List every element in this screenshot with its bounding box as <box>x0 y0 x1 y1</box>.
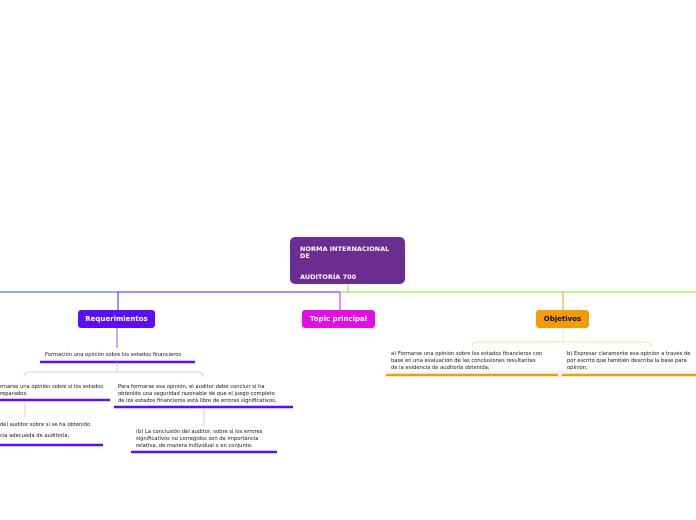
right-child-line2: obtenido una seguridad razonable de que … <box>118 391 275 398</box>
left-sub-line1: del auditor sobre si se ha obtenido <box>0 422 91 428</box>
subtopic-left-child[interactable]: rmarse una opinión sobre si los estados … <box>0 384 103 398</box>
objetivo-a[interactable]: a) Formarse una opinión sobre los estado… <box>391 351 542 372</box>
left-sub-line2: cia adecuada de auditoría; <box>0 433 70 440</box>
formacion-split <box>23 362 204 378</box>
topic-principal[interactable]: Topic principal <box>302 310 375 328</box>
central-title-line1: NORMA INTERNACIONAL DE <box>300 245 390 260</box>
right-sub-line2: significativos no corregidos son de impo… <box>136 436 259 443</box>
right-child-line3: de los estados financieros está libre de… <box>118 398 277 405</box>
right-sub-line3: relativa, de manera individual o en conj… <box>136 443 253 450</box>
subtopic-right-sub[interactable]: (b) La conclusión del auditor, sobre si … <box>136 429 262 450</box>
objetivos-split <box>471 328 652 348</box>
objetivo-b[interactable]: b) Expresar claramente esa opinión a tra… <box>567 351 696 372</box>
objetivo-a-line1: a) Formarse una opinión sobre los estado… <box>391 351 543 357</box>
topic-requerimientos[interactable]: Requerimientos <box>78 310 155 328</box>
topic-objetivos[interactable]: Objetivos <box>536 310 589 328</box>
objetivo-b-line2: por escrito que también describa la base… <box>567 358 687 365</box>
left-child-line2: reparados, <box>0 391 28 398</box>
subtopic-right-child[interactable]: Para formarse esa opinión, el auditor de… <box>118 384 277 405</box>
subtopic-formacion[interactable]: Formación una opinión sobre los estados … <box>45 352 181 359</box>
objetivo-b-line3: opinión. <box>567 365 588 372</box>
central-topic[interactable]: NORMA INTERNACIONAL DE AUDITORÍA 700 <box>290 237 405 284</box>
objetivo-a-line3: de la evidencia de auditoría obtenida; <box>391 365 490 372</box>
left-child-line1: rmarse una opinión sobre si los estados <box>0 384 104 390</box>
subtopic-left-sub[interactable]: del auditor sobre si se ha obtenido cia … <box>0 422 90 440</box>
objetivo-a-line2: base en una evaluación de las conclusion… <box>391 358 536 365</box>
right-child-line1: Para formarse esa opinión, el auditor de… <box>118 384 265 390</box>
right-sub-line1: (b) La conclusión del auditor, sobre si … <box>136 429 263 435</box>
subtopic-formacion-text: Formación una opinión sobre los estados … <box>45 352 182 358</box>
objetivo-b-line1: b) Expresar claramente esa opinión a tra… <box>567 351 691 357</box>
central-title-line2: AUDITORÍA 700 <box>300 273 357 281</box>
